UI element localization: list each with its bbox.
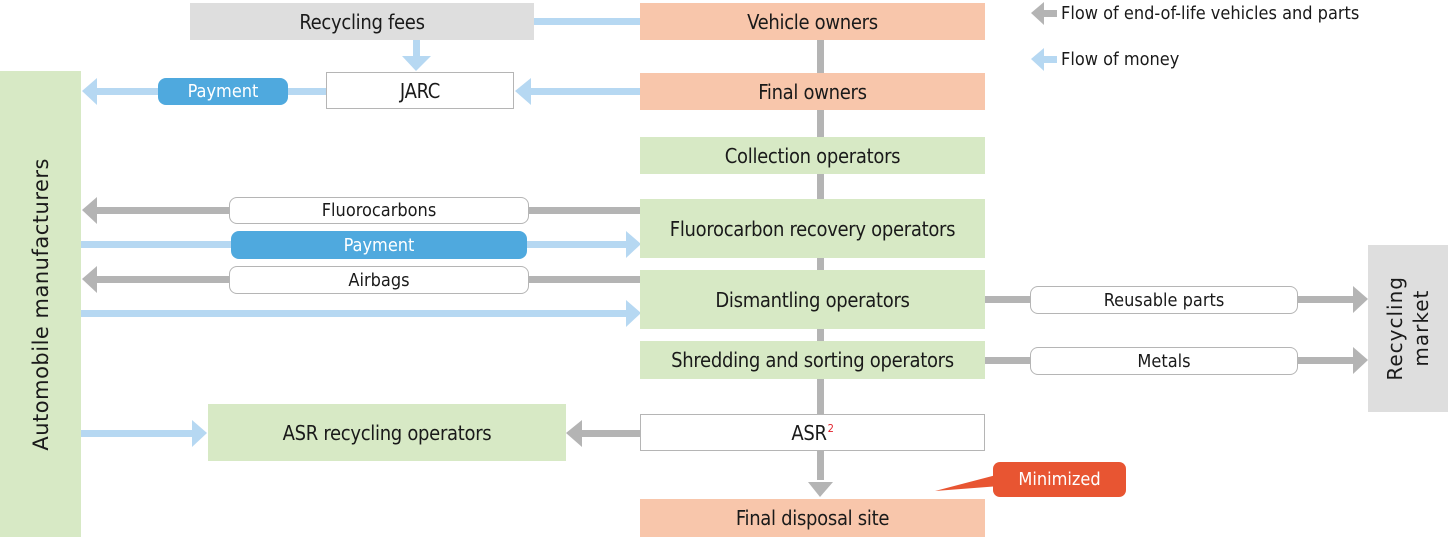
legend-goods-label: Flow of end-of-life vehicles and parts <box>1061 3 1360 24</box>
final-owners-box: Final owners <box>640 73 985 110</box>
asr-recycling-operators-box: ASR recycling operators <box>208 404 566 461</box>
goods-flow-metals-right <box>1297 357 1354 364</box>
money-flow-fees-to-jarc <box>413 40 420 58</box>
vehicle-owners-box: Vehicle owners <box>640 3 985 40</box>
recycling-market-label-line2: market <box>1409 290 1433 367</box>
goods-flow-reusable-parts-left <box>984 296 1031 303</box>
goods-flow-fluorocarbons-right <box>529 207 641 214</box>
money-arrowhead-asr-recyclers <box>192 420 207 447</box>
goods-flow-trunk <box>817 40 824 480</box>
payment-pill-jarc: Payment <box>158 78 288 105</box>
goods-flow-fluorocarbons-left <box>96 207 229 214</box>
money-flow-payment-right <box>527 241 627 248</box>
goods-flow-metals-left <box>984 357 1031 364</box>
automobile-manufacturers-label: Automobile manufacturers <box>28 157 53 451</box>
legend-money-arrowhead <box>1031 48 1044 71</box>
money-arrowhead-jarc <box>402 56 431 71</box>
jarc-box: JARC <box>326 72 514 109</box>
money-flow-jarc-to-payment <box>288 88 326 95</box>
goods-flow-asr-to-recyclers <box>580 430 641 437</box>
money-flow-final-owners-to-jarc <box>530 88 641 95</box>
asr-label: ASR <box>791 420 827 445</box>
recycling-market-box: Recycling market <box>1368 245 1448 412</box>
legend-money-label: Flow of money <box>1061 49 1180 70</box>
money-flow-payment-to-manufacturers <box>96 88 159 95</box>
goods-flow-airbags-right <box>529 276 641 283</box>
shredding-sorting-operators-box: Shredding and sorting operators <box>640 341 985 379</box>
legend-money-arrow-shaft <box>1043 56 1057 63</box>
goods-arrowhead-reusable-parts <box>1353 286 1368 313</box>
money-flow-to-dismantling <box>81 310 627 317</box>
final-disposal-site-box: Final disposal site <box>640 499 985 537</box>
fluorocarbons-pill: Fluorocarbons <box>229 197 529 224</box>
goods-arrowhead-fluorocarbons <box>82 197 97 224</box>
dismantling-operators-box: Dismantling operators <box>640 270 985 329</box>
money-flow-to-asr-recyclers <box>81 430 193 437</box>
money-arrowhead-fluorocarbon-operators <box>626 231 641 258</box>
money-flow-owners-to-fees <box>534 18 641 25</box>
payment-pill-fluorocarbon: Payment <box>231 231 527 259</box>
recycling-fees-box: Recycling fees <box>190 3 534 40</box>
goods-arrowhead-final-disposal <box>808 482 833 497</box>
callout-pointer <box>935 474 1000 491</box>
goods-arrowhead-metals <box>1353 347 1368 374</box>
recycling-market-label-line1: Recycling <box>1383 276 1407 381</box>
automobile-manufacturers-box: Automobile manufacturers <box>0 71 81 537</box>
goods-arrowhead-airbags <box>82 266 97 293</box>
metals-pill: Metals <box>1030 347 1298 375</box>
goods-flow-airbags-left <box>96 276 229 283</box>
money-arrowhead-manufacturers <box>82 78 97 105</box>
money-arrowhead-dismantling <box>626 300 641 327</box>
asr-footnote-mark: 2 <box>827 422 834 435</box>
money-flow-payment-left <box>81 241 231 248</box>
airbags-pill: Airbags <box>229 266 529 294</box>
collection-operators-box: Collection operators <box>640 137 985 174</box>
legend-goods-arrowhead <box>1031 2 1044 25</box>
recycling-market-label: Recycling market <box>1382 276 1434 381</box>
minimized-callout: Minimized <box>993 462 1126 497</box>
goods-flow-reusable-parts-right <box>1297 296 1354 303</box>
money-arrowhead-jarc-right <box>515 78 531 105</box>
fluorocarbon-recovery-operators-box: Fluorocarbon recovery operators <box>640 199 985 258</box>
legend-goods-arrow-shaft <box>1043 10 1057 17</box>
goods-arrowhead-asr-recyclers <box>566 420 582 447</box>
reusable-parts-pill: Reusable parts <box>1030 286 1298 314</box>
